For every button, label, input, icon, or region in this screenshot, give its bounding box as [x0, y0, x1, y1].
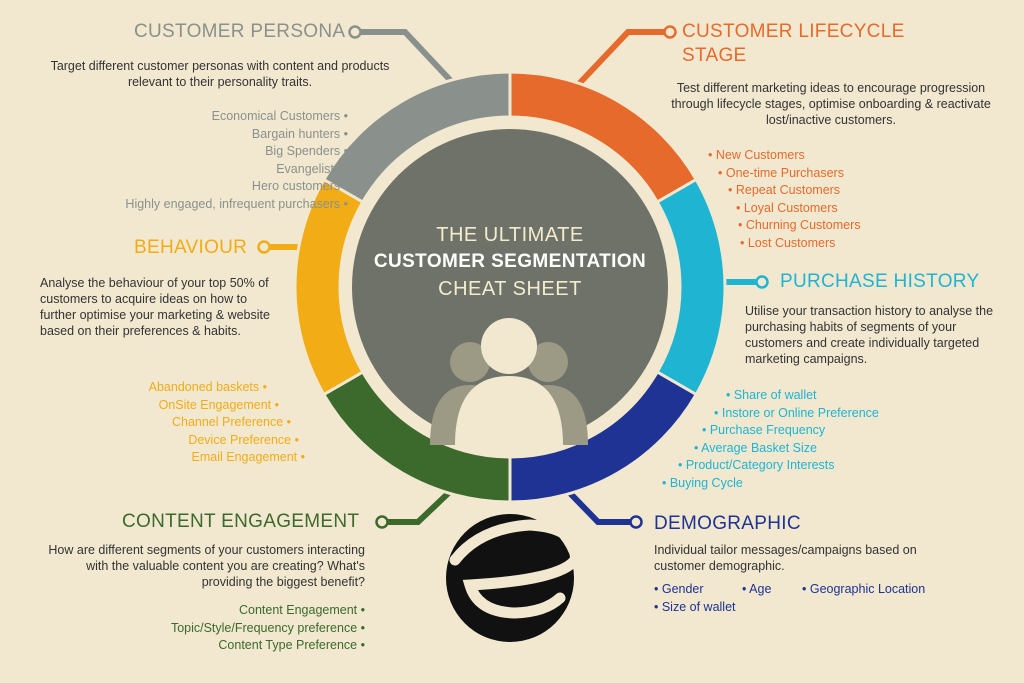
list-item: • Purchase Frequency: [702, 423, 826, 437]
behaviour-description: Analyse the behaviour of your top 50% of…: [40, 276, 270, 338]
list-item: • Share of wallet: [726, 388, 817, 402]
purchase-description: Utilise your transaction history to anal…: [745, 304, 994, 366]
content-connector: [382, 481, 461, 525]
persona-title: CUSTOMER PERSONA: [134, 21, 346, 42]
center-title-line2: CUSTOMER SEGMENTATION: [373, 251, 647, 272]
brand-logo-icon: [446, 514, 581, 642]
list-item: Email Engagement •: [191, 450, 305, 464]
list-item: • Gender: [654, 582, 704, 596]
lifecycle-connector: [572, 29, 670, 91]
persona-connector: [355, 29, 455, 85]
list-item: OnSite Engagement •: [158, 397, 279, 412]
persona-description: Target different customer personas with …: [50, 59, 390, 89]
persona-connector-dot: [348, 25, 362, 39]
list-item: • Size of wallet: [654, 600, 736, 614]
list-item: Device Preference •: [188, 432, 299, 447]
list-item: • One-time Purchasers: [718, 165, 844, 180]
list-item: Abandoned baskets •: [148, 380, 267, 394]
list-item: Topic/Style/Frequency preference •: [170, 620, 365, 635]
list-item: • Average Basket Size: [694, 440, 817, 455]
center-disc: [352, 129, 668, 445]
list-item: • Instore or Online Preference: [714, 405, 879, 420]
list-item: • New Customers: [708, 148, 805, 162]
list-item: • Repeat Customers: [728, 183, 841, 197]
behaviour-list: Abandoned baskets • OnSite Engagement • …: [60, 379, 305, 467]
list-item: • Lost Customers: [740, 235, 836, 250]
list-item: • Age: [742, 582, 772, 596]
demographic-connector: [562, 485, 636, 525]
persona-list: Economical Customers • Bargain hunters •…: [30, 108, 348, 213]
demographic-title: DEMOGRAPHIC: [654, 513, 801, 534]
content-title: CONTENT ENGAGEMENT: [122, 511, 360, 532]
lifecycle-title: CUSTOMER LIFECYCLE STAGE: [682, 20, 905, 68]
center-title-line3: CHEAT SHEET: [438, 278, 582, 300]
demographic-connector-dot: [629, 515, 643, 529]
behaviour-connector-dot: [257, 240, 271, 254]
list-item: Economical Customers •: [211, 109, 348, 123]
lifecycle-title-line2: STAGE: [682, 45, 747, 66]
content-description: How are different segments of your custo…: [48, 543, 365, 589]
list-item: Content Engagement •: [239, 603, 365, 617]
center-title: THE ULTIMATE CUSTOMER SEGMENTATION CHEAT…: [370, 222, 650, 302]
list-item: Channel Preference •: [171, 415, 291, 429]
list-item: • Churning Customers: [738, 218, 861, 232]
list-item: • Geographic Location: [802, 582, 926, 596]
ring-segment-persona: [321, 70, 512, 205]
lifecycle-title-line1: CUSTOMER LIFECYCLE: [682, 21, 905, 42]
list-item: Content Type Preference •: [218, 638, 365, 652]
list-item: • Product/Category Interests: [678, 458, 835, 472]
list-item: Highly engaged, infrequent purchasers •: [125, 196, 348, 211]
lifecycle-list: • New Customers • One-time Purchasers • …: [708, 147, 908, 252]
list-item: • Buying Cycle: [662, 475, 743, 490]
demographic-description: Individual tailor messages/campaigns bas…: [654, 543, 917, 573]
list-item: Bargain hunters •: [251, 126, 348, 141]
list-item: Hero customers •: [251, 179, 348, 193]
list-item: Evangelists •: [276, 161, 348, 176]
content-connector-dot: [375, 515, 389, 529]
center-title-line1: THE ULTIMATE: [436, 224, 584, 246]
lifecycle-description: Test different marketing ideas to encour…: [671, 81, 991, 127]
behaviour-title: BEHAVIOUR: [134, 237, 248, 258]
purchase-list: • Share of wallet • Instore or Online Pr…: [662, 387, 912, 492]
lifecycle-connector-dot: [663, 25, 677, 39]
content-list: Content Engagement • Topic/Style/Frequen…: [60, 602, 365, 655]
purchase-connector-dot: [755, 275, 769, 289]
list-item: Big Spenders •: [265, 144, 348, 158]
purchase-title: PURCHASE HISTORY: [780, 271, 980, 292]
list-item: • Loyal Customers: [736, 200, 838, 215]
customer-silhouettes-icon: [430, 318, 588, 445]
